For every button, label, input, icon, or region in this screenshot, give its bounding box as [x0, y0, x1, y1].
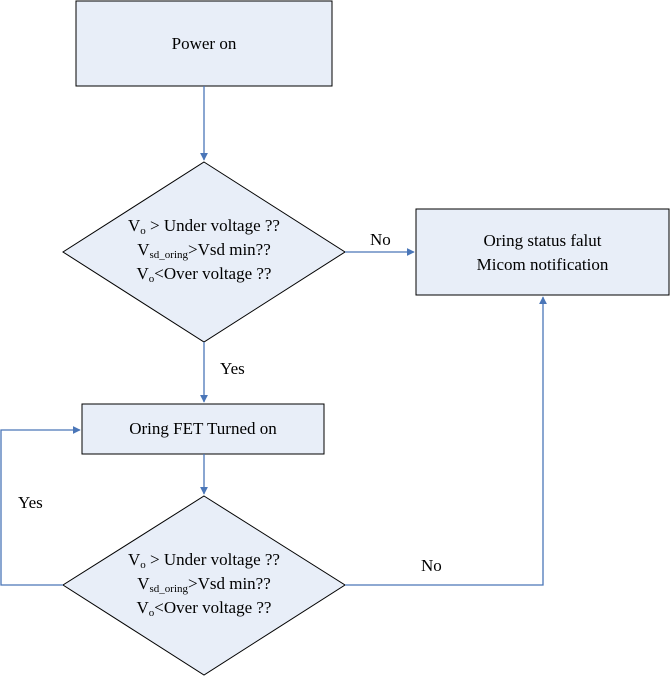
decision-2-line-3: Vo<Over voltage ??	[136, 598, 272, 619]
fet-on-label: Oring FET Turned on	[129, 419, 277, 438]
fet-on-box	[81, 403, 325, 455]
edge-label-decision2-no: No	[421, 556, 442, 575]
fault-box	[415, 208, 670, 296]
decision-2-line-1: Vo > Under voltage ??	[128, 550, 280, 571]
edge-decision2-yes-loop	[0, 426, 81, 586]
edge-label-decision1-no: No	[370, 230, 391, 249]
edge-label-decision1-yes: Yes	[220, 359, 245, 378]
decision-2-line-2: Vsd_oring>Vsd min??	[137, 574, 271, 595]
power-on-label: Power on	[171, 34, 237, 53]
decision-2-text: Vo > Under voltage ?? Vsd_oring>Vsd min?…	[104, 548, 304, 620]
decision-2-diamond	[62, 495, 346, 676]
fault-line-1: Oring status falut	[483, 231, 602, 250]
power-on-box	[75, 0, 333, 87]
edge-label-decision2-yes: Yes	[18, 493, 43, 512]
decision-1-line-2: Vsd_oring>Vsd min??	[137, 240, 271, 261]
fault-line-2: Micom notification	[476, 255, 609, 274]
decision-1-text: Vo > Under voltage ?? Vsd_oring>Vsd min?…	[104, 214, 304, 286]
fault-text: Oring status falut Micom notification	[416, 229, 669, 277]
edge-decision2-no	[345, 296, 547, 586]
decision-1-line-1: Vo > Under voltage ??	[128, 216, 280, 237]
decision-1-line-3: Vo<Over voltage ??	[136, 264, 272, 285]
